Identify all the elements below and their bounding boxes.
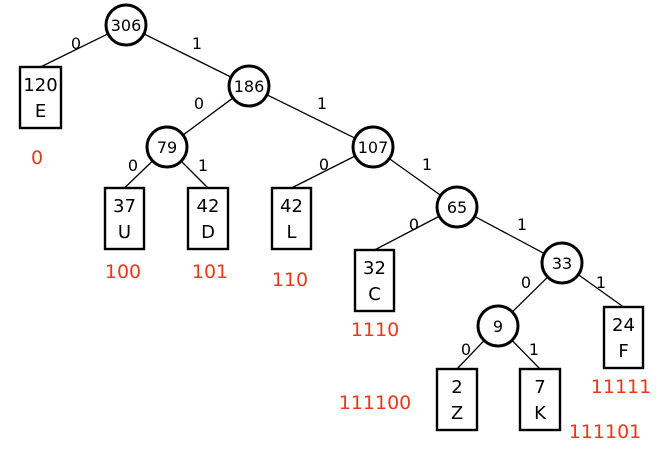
code-Z: 111100 xyxy=(339,392,412,414)
internal-node-186: 186 xyxy=(227,64,271,108)
edge-n79-U xyxy=(124,160,154,189)
leaf-symbol: E xyxy=(35,101,46,122)
bit-label-n79-U: 0 xyxy=(128,156,138,175)
node-circle xyxy=(145,125,189,169)
leaf-frequency: 2 xyxy=(451,377,462,398)
node-circle xyxy=(104,3,148,47)
code-D: 101 xyxy=(192,261,228,283)
node-circle xyxy=(435,185,479,229)
leaf-symbol: L xyxy=(286,222,296,243)
edge-n186-n79 xyxy=(182,97,234,136)
bit-label-n107-n65: 1 xyxy=(422,155,432,174)
code-K: 111101 xyxy=(569,421,642,443)
bit-label-n107-L: 0 xyxy=(319,155,329,174)
leaf-box xyxy=(270,186,313,251)
leaf-symbol: C xyxy=(368,284,381,305)
node-circle xyxy=(227,64,271,108)
edge-n186-n107 xyxy=(266,94,356,139)
leaf-frequency: 32 xyxy=(363,258,386,279)
leaf-frequency: 37 xyxy=(113,196,136,217)
bit-label-n186-n79: 0 xyxy=(194,94,204,113)
internal-node-306: 306 xyxy=(104,3,148,47)
bit-label-n79-D: 1 xyxy=(198,156,208,175)
leaf-symbol: F xyxy=(618,341,628,362)
node-weight: 79 xyxy=(157,138,177,157)
node-circle xyxy=(351,125,395,169)
leaf-Z: 2Z xyxy=(435,367,479,432)
code-L: 110 xyxy=(272,269,308,291)
leaf-frequency: 7 xyxy=(534,377,545,398)
edge-n306-n186 xyxy=(143,33,232,78)
edge-n306-E xyxy=(40,33,109,68)
edge-n79-D xyxy=(180,160,209,189)
leaf-box xyxy=(18,65,63,130)
leaf-F: 24F xyxy=(602,305,645,370)
node-weight: 33 xyxy=(552,254,572,273)
leaf-D: 42D xyxy=(186,186,230,251)
bit-label-n33-F: 1 xyxy=(596,273,606,292)
internal-node-9: 9 xyxy=(476,304,520,348)
leaf-L: 42L xyxy=(270,186,313,251)
edge-n107-n65 xyxy=(388,158,442,196)
node-weight: 65 xyxy=(447,198,467,217)
code-C: 1110 xyxy=(351,319,399,341)
leaf-symbol: Z xyxy=(451,403,463,424)
leaf-box xyxy=(518,367,562,432)
leaf-frequency: 42 xyxy=(280,196,303,217)
node-weight: 9 xyxy=(493,317,503,336)
node-weight: 107 xyxy=(358,138,389,157)
code-U: 100 xyxy=(105,261,141,283)
bit-label-n186-n107: 1 xyxy=(317,94,327,113)
code-E: 0 xyxy=(31,147,43,169)
internal-node-33: 33 xyxy=(540,241,584,285)
leaf-box xyxy=(435,367,479,432)
edge-n107-L xyxy=(291,155,356,189)
bit-label-n65-C: 0 xyxy=(409,215,419,234)
bit-label-n306-n186: 1 xyxy=(192,34,202,53)
bit-label-n65-n33: 1 xyxy=(517,215,527,234)
node-weight: 306 xyxy=(111,16,142,35)
leaf-symbol: D xyxy=(201,222,215,243)
edge-n33-n9 xyxy=(511,276,549,313)
bit-label-n306-E: 0 xyxy=(71,34,81,53)
leaf-U: 37U xyxy=(103,186,146,251)
leaf-box xyxy=(186,186,230,251)
leaf-K: 7K xyxy=(518,367,562,432)
internal-node-79: 79 xyxy=(145,125,189,169)
leaf-frequency: 42 xyxy=(197,196,220,217)
leaf-C: 32C xyxy=(353,248,396,313)
leaf-symbol: U xyxy=(118,222,131,243)
node-weight: 186 xyxy=(234,77,265,96)
leaf-box xyxy=(353,248,396,313)
bit-label-n9-K: 1 xyxy=(529,340,539,359)
edge-n65-C xyxy=(374,215,440,251)
leaf-symbol: K xyxy=(534,403,547,424)
edge-n65-n33 xyxy=(474,215,545,255)
code-F: 11111 xyxy=(591,376,651,398)
leaf-box xyxy=(602,305,645,370)
bit-label-n9-Z: 0 xyxy=(461,340,471,359)
node-circle xyxy=(476,304,520,348)
edge-n9-K xyxy=(511,339,541,370)
internal-node-107: 107 xyxy=(351,125,395,169)
leaf-frequency: 120 xyxy=(23,75,57,96)
edge-n9-Z xyxy=(456,340,485,370)
bit-label-n33-n9: 0 xyxy=(521,273,531,292)
leaf-frequency: 24 xyxy=(612,315,635,336)
node-circle xyxy=(540,241,584,285)
leaf-box xyxy=(103,186,146,251)
edge-n33-F xyxy=(577,274,624,308)
internal-node-65: 65 xyxy=(435,185,479,229)
